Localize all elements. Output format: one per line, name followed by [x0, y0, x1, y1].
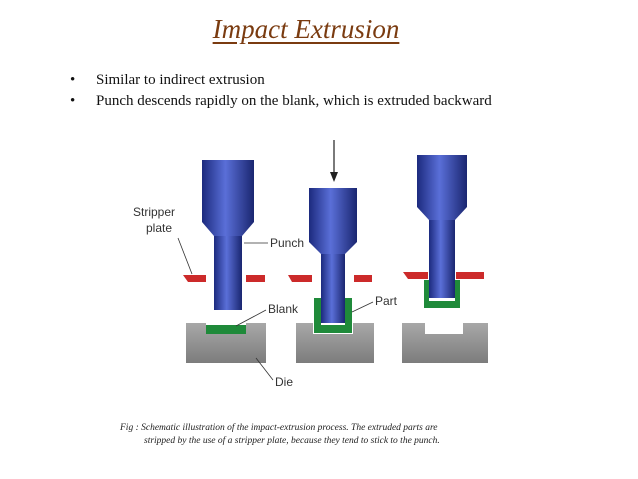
stripped-part	[424, 280, 460, 308]
punch-taper	[202, 222, 254, 236]
label-stripper-plate-line2: plate	[146, 221, 172, 235]
leader-stripper-plate	[177, 237, 193, 275]
bullet-marker: •	[70, 72, 76, 88]
label-blank: Blank	[268, 302, 299, 316]
blank	[206, 325, 246, 334]
label-part: Part	[375, 294, 398, 308]
punch-head	[417, 155, 467, 207]
stage-1-initial	[183, 160, 266, 363]
bullet-text: Similar to indirect extrusion	[96, 72, 265, 88]
stripper-plate-right	[246, 275, 265, 282]
bullet-marker: •	[70, 93, 76, 109]
stripper-plate-right	[354, 275, 372, 282]
label-punch: Punch	[270, 236, 304, 250]
arrow-head	[330, 172, 338, 182]
leader-die	[255, 357, 274, 381]
punch-head	[202, 160, 254, 222]
bullet-list: • Similar to indirect extrusion • Punch …	[70, 70, 492, 112]
stage-2-impact	[288, 140, 374, 363]
leader-blank	[235, 309, 267, 327]
stripper-plate-left	[403, 272, 428, 279]
figure-caption: Fig : Schematic illustration of the impa…	[120, 422, 540, 448]
punch-stem	[214, 236, 242, 310]
stripper-plate-right	[456, 272, 484, 279]
bullet-item: • Similar to indirect extrusion	[70, 70, 492, 91]
bullet-text: Punch descends rapidly on the blank, whi…	[96, 93, 492, 109]
punch-head	[309, 188, 357, 242]
slide-title: Impact Extrusion	[212, 14, 400, 44]
extruded-part	[314, 298, 352, 333]
bullet-item: • Punch descends rapidly on the blank, w…	[70, 91, 492, 112]
punch-stem	[429, 220, 455, 298]
label-stripper-plate-line1: Stripper	[133, 205, 175, 219]
label-die: Die	[275, 375, 293, 389]
caption-line-2: stripped by the use of a stripper plate,…	[144, 436, 440, 446]
punch-stem	[321, 254, 345, 324]
stripper-plate-left	[183, 275, 206, 282]
stripper-plate-left	[288, 275, 312, 282]
punch-taper	[309, 242, 357, 254]
leader-part	[351, 301, 374, 313]
caption-line-1: Fig : Schematic illustration of the impa…	[120, 423, 438, 433]
punch-taper	[417, 207, 467, 220]
stage-3-stripping	[402, 155, 488, 363]
die-cavity	[425, 323, 463, 334]
